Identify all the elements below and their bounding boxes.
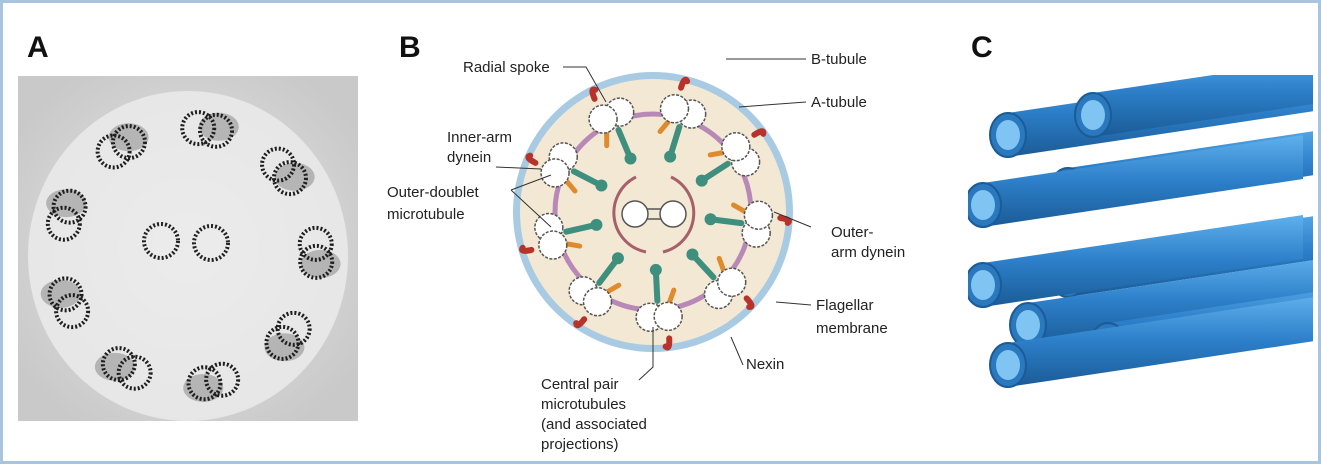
label-outer-arm-1: Outer-	[831, 224, 874, 241]
radial-spoke-head	[625, 153, 637, 165]
label-outer-arm-2: arm dynein	[831, 244, 905, 261]
inner-arm-dynein	[567, 244, 580, 246]
radial-spoke-head	[686, 249, 698, 261]
b-tubule	[744, 201, 772, 229]
label-central-pair-2: microtubules	[541, 396, 626, 413]
label-b-tubule: B-tubule	[811, 51, 867, 68]
radial-spoke-head	[650, 264, 662, 276]
radial-spoke-head	[664, 151, 676, 163]
outer-arm-dynein	[754, 131, 763, 135]
b-tubule	[589, 105, 617, 133]
microtubule-tubes	[968, 75, 1313, 387]
label-a-tubule: A-tubule	[811, 94, 867, 111]
label-central-pair-1: Central pair	[541, 376, 619, 393]
outer-arm-dynein	[522, 248, 531, 251]
label-nexin: Nexin	[746, 356, 784, 373]
b-tubule	[539, 231, 567, 259]
outer-arm-dynein	[747, 298, 752, 307]
b-tubule	[718, 268, 746, 296]
b-tubule	[654, 302, 682, 330]
radial-spoke-head	[696, 175, 708, 187]
b-tubule	[541, 159, 569, 187]
label-central-pair-4: projections)	[541, 436, 619, 453]
label-inner-arm-1: Inner-arm	[447, 129, 512, 146]
radial-spoke-head	[612, 252, 624, 264]
b-tubule	[722, 133, 750, 161]
label-inner-arm-2: dynein	[447, 149, 491, 166]
axoneme-schematic: Radial spoke B-tubule A-tubule Inner-arm…	[381, 47, 941, 467]
label-flagellar-2: membrane	[816, 320, 888, 337]
b-tubule	[660, 95, 688, 123]
label-flagellar-1: Flagellar	[816, 297, 874, 314]
radial-spoke-head	[590, 219, 602, 231]
label-central-pair-3: (and associated	[541, 416, 647, 433]
label-radial-spoke: Radial spoke	[463, 59, 550, 76]
panel-c-letter: C	[971, 31, 993, 65]
microtubule-bundle-3d	[968, 75, 1313, 415]
inner-arm-dynein	[710, 153, 723, 155]
label-outer-doublet-2: microtubule	[387, 206, 465, 223]
label-outer-doublet-1: Outer-doublet	[387, 184, 480, 201]
outer-arm-dynein	[592, 90, 595, 99]
b-tubule	[584, 288, 612, 316]
axoneme-micrograph	[18, 76, 358, 421]
panel-a-letter: A	[27, 31, 49, 65]
radial-spoke-head	[705, 213, 717, 225]
radial-spoke-head	[595, 179, 607, 191]
